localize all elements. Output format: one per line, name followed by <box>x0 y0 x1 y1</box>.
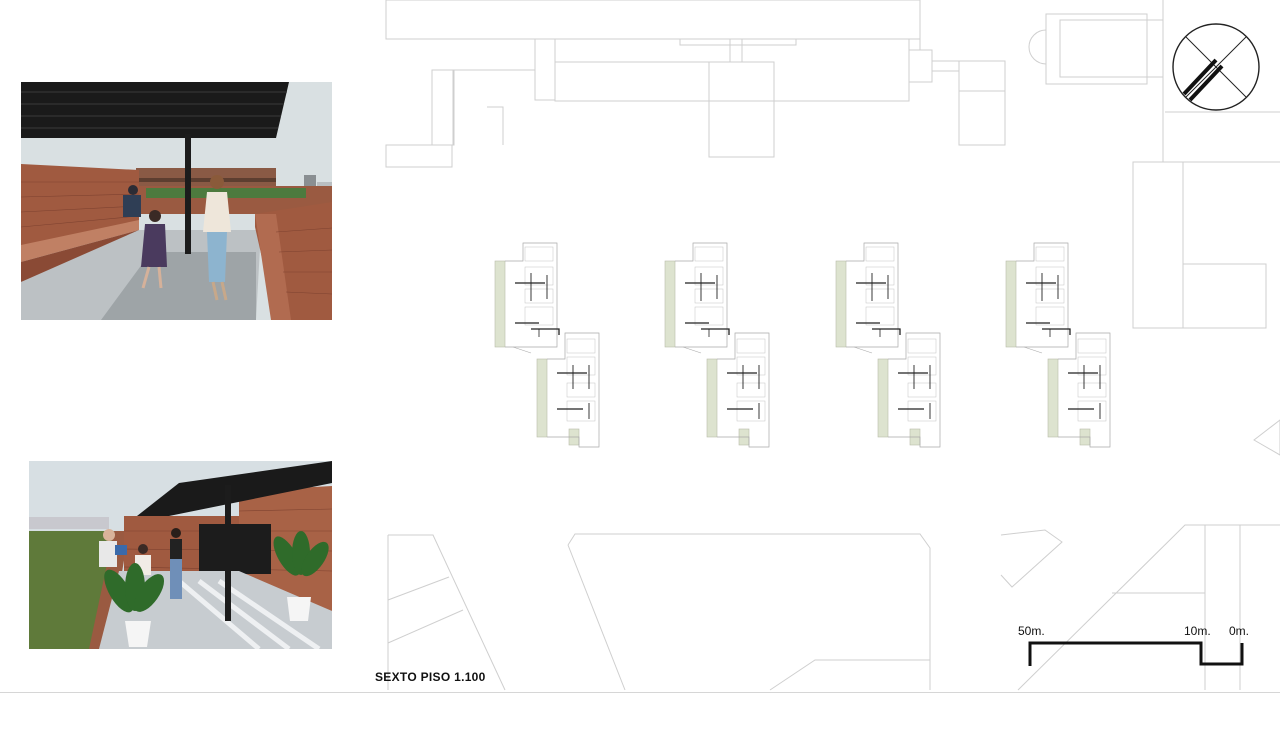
scale-bar <box>1028 641 1244 666</box>
scale-label-50m: 50m. <box>1018 624 1045 638</box>
scale-label-0m: 0m. <box>1229 624 1250 638</box>
context-building <box>431 69 455 146</box>
context-building <box>1045 13 1148 85</box>
housing-unit-1 <box>494 242 600 448</box>
housing-unit-2 <box>664 242 770 448</box>
context-building <box>958 90 1006 146</box>
rooftop-terrace-render-image <box>21 82 332 320</box>
context-building <box>567 533 931 690</box>
housing-unit-4 <box>1005 242 1111 448</box>
rooftop-garden-render-image <box>29 461 332 649</box>
context-building <box>1182 263 1267 329</box>
context-building <box>453 61 710 101</box>
north-arrow-icon <box>1172 23 1260 111</box>
scale-label-10m: 10m. <box>1184 624 1211 638</box>
housing-unit-3 <box>835 242 941 448</box>
plan-title: SEXTO PISO 1.100 <box>375 670 486 684</box>
footer-divider <box>0 692 1280 693</box>
